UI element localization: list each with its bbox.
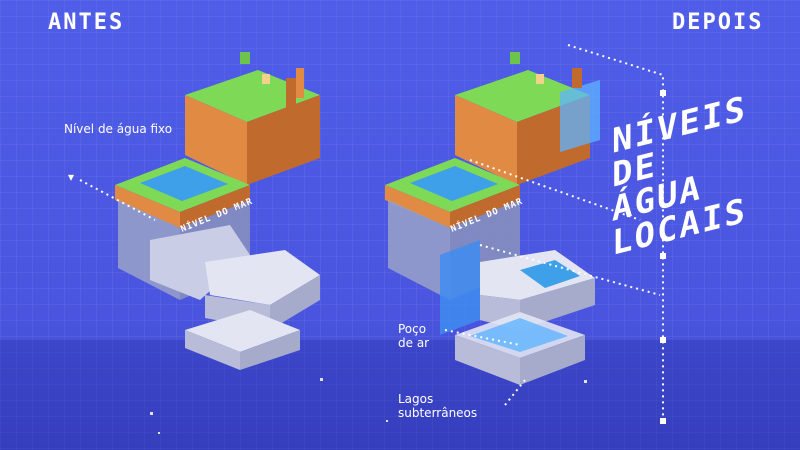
after-title: DEPOIS: [672, 10, 764, 35]
leader-lines: [79, 44, 664, 425]
underground-lakes-label: Lagos subterrâneos: [398, 392, 478, 420]
air-pocket-label: Poço de ar: [398, 322, 430, 350]
fixed-water-level-label: Nível de água fixo: [64, 122, 173, 136]
sparkles: [150, 378, 587, 434]
local-water-levels-label: NÍVEIS DE ÁGUA LOCAIS: [612, 88, 747, 264]
before-terrain: NÍVEL DO MAR: [115, 52, 320, 370]
leader-markers: [660, 90, 666, 424]
pointer-marker-icon: ▾: [68, 170, 75, 184]
after-terrain: NÍVEL DO MAR: [385, 52, 600, 385]
before-title: ANTES: [48, 10, 125, 35]
ground-plane: [0, 340, 800, 450]
